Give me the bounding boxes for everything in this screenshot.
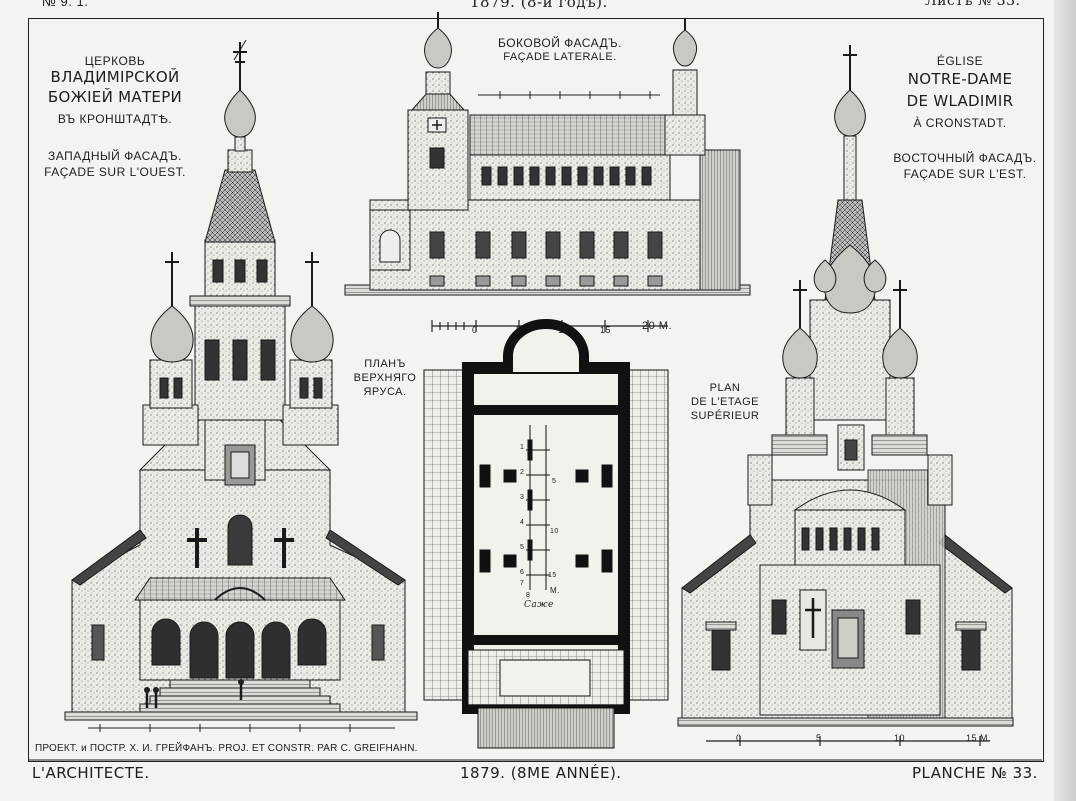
east-title-line-1: ÉGLISE [936, 54, 984, 68]
east-scale-label-0: 0 [736, 733, 742, 743]
east-scale-label-10: 10 [894, 733, 906, 743]
plan-tick-1: 1 [520, 444, 525, 451]
west-title-line-2: ВЛАДИМIРСКОЙ [50, 68, 180, 86]
west-facade-drawing [64, 39, 418, 721]
plan-tick-5: 5 [520, 544, 525, 551]
east-facade-drawing [677, 45, 1014, 727]
plan-tick-m-10: 10 [550, 528, 559, 535]
plan-tick-4: 4 [520, 519, 525, 526]
east-title-line-2: NOTRE-DAME [907, 70, 1013, 88]
plan-tick-7: 7 [520, 580, 525, 587]
side-scale-label-5: 5 [516, 325, 522, 335]
side-scale-label-15: 15 [600, 325, 612, 335]
plan-scale-label: Саже [524, 600, 554, 610]
east-scale-label-5: 5 [816, 733, 822, 743]
side-scale-label-10: 10 [558, 325, 570, 335]
plan-tick-2: 2 [520, 469, 525, 476]
east-title-line-3: DE WLADIMIR [906, 92, 1014, 110]
plan-label-ru-3: ЯРУСА. [363, 386, 407, 398]
footer-left: L'ARCHITECTE. [32, 764, 150, 782]
west-subtitle-ru: ЗАПАДНЫЙ ФАСАДЪ. [48, 149, 182, 163]
east-scale-label-15: 15 M. [966, 733, 992, 743]
footer-center: 1879. (8ME ANNÉE). [460, 764, 622, 782]
page-edge-shadow [1054, 0, 1076, 801]
plan-tick-m-5: 5 [552, 478, 557, 485]
side-title-fr: FAÇADE LATERALE. [503, 51, 617, 63]
plan-label-fr-2: DE L'ETAGE [690, 396, 760, 408]
west-scale [88, 724, 395, 732]
credit-line: ПРОЕКТ. и ПОСТР. Х. И. ГРЕЙФАНЪ. PROJ. E… [35, 743, 418, 754]
east-subtitle-fr: FAÇADE SUR L'EST. [903, 167, 1027, 181]
header-right: Листъ № 33. [925, 0, 1021, 9]
east-subtitle-ru: ВОСТОЧНЫЙ ФАСАДЪ. [893, 151, 1037, 165]
floor-plan-drawing [423, 319, 669, 749]
plan-label-fr-3: SUPÉRIEUR [690, 410, 760, 422]
plan-tick-m-15: 15 [548, 572, 557, 579]
header-center: 1879. (8-й годъ). [470, 0, 608, 11]
plan-tick-3: 3 [520, 494, 525, 501]
side-title-ru: БОКОВОЙ ФАСАДЪ. [497, 36, 623, 50]
footer-right: PLANCHE № 33. [912, 764, 1038, 782]
header-left: № 9. 1. [42, 0, 89, 9]
plan-tick-m-unit: M. [550, 586, 560, 595]
plan-label-ru-2: ВЕРХНЯГО [353, 372, 417, 384]
west-title-line-1: ЦЕРКОВЬ [84, 54, 146, 68]
plan-tick-6: 6 [520, 569, 525, 576]
side-scale-label-0: 0 [472, 325, 478, 335]
plan-label-ru-1: ПЛАНЪ [364, 358, 406, 370]
east-scale [706, 736, 990, 746]
west-title-line-3: БОЖIЕЙ МАТЕРИ [47, 88, 183, 106]
plan-tick-8: 8 [526, 592, 531, 599]
west-subtitle-fr: FAÇADE SUR L'OUEST. [44, 165, 186, 179]
side-scale-label-20: 20 M. [642, 320, 673, 332]
plan-label-fr-1: PLAN [709, 382, 741, 394]
plate-border [28, 18, 1044, 762]
east-title-line-4: À CRONSTADT. [913, 116, 1007, 130]
west-title-line-4: ВЪ КРОНШТАДТѢ. [57, 112, 173, 126]
side-facade-drawing [344, 12, 751, 296]
side-top-scale [478, 91, 660, 99]
